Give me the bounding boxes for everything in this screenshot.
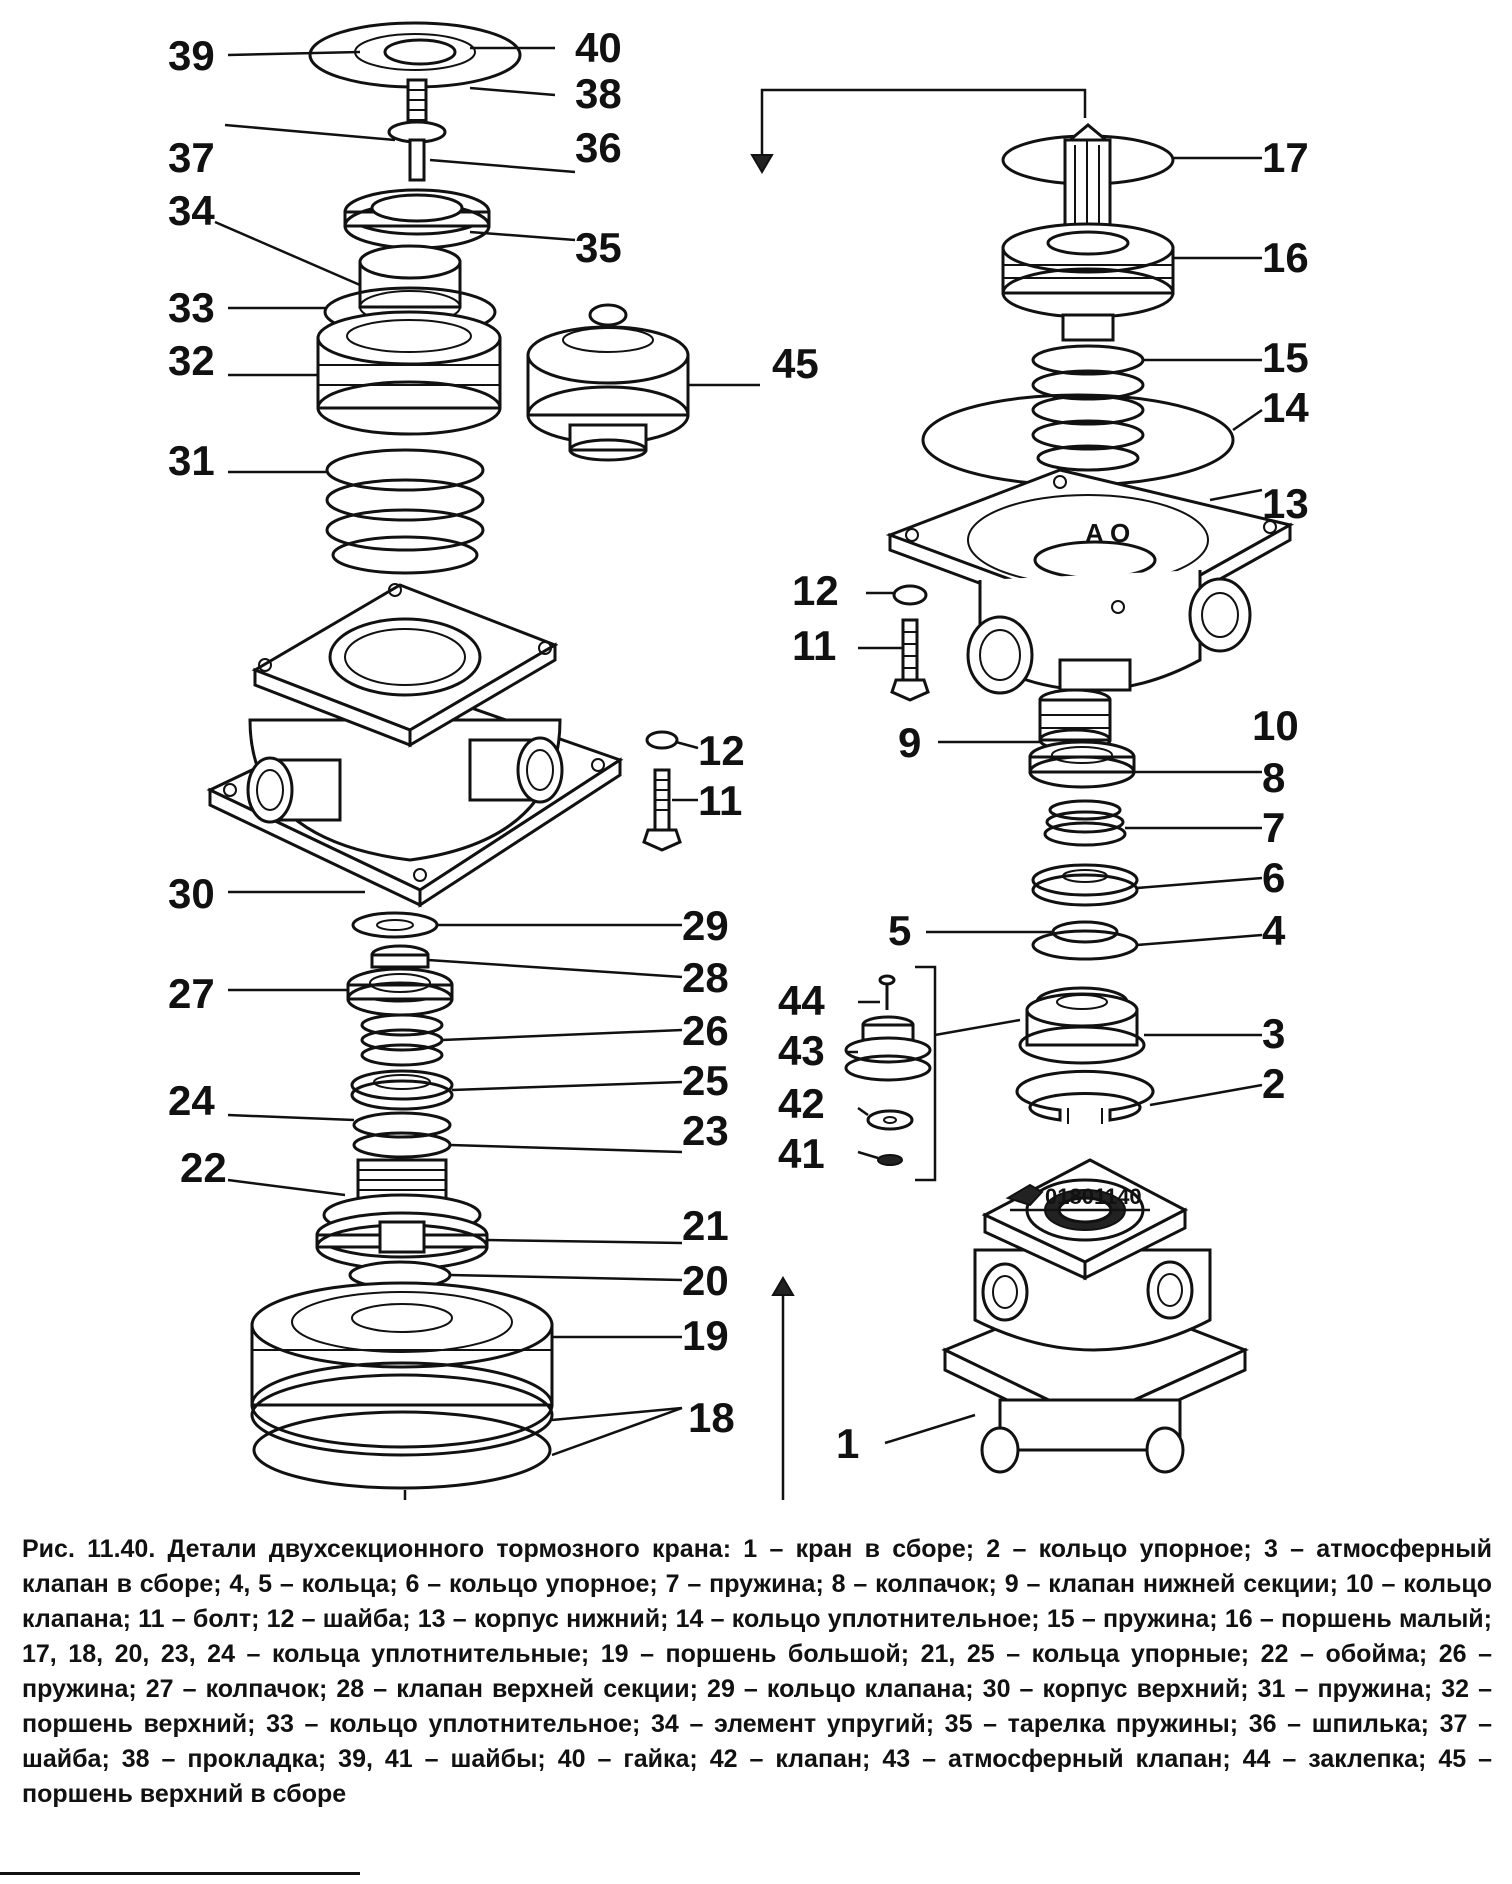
part-34-elastic-element bbox=[358, 244, 462, 324]
part-13-lower-body: A O bbox=[885, 468, 1295, 695]
callout-36: 36 bbox=[575, 124, 622, 171]
callout-25: 25 bbox=[682, 1057, 729, 1104]
part-6-thrust-ring bbox=[1031, 863, 1139, 907]
part-42-valve bbox=[866, 1109, 914, 1131]
callout-40: 40 bbox=[575, 24, 622, 71]
part-16-small-piston bbox=[1001, 123, 1175, 342]
callout-41: 41 bbox=[778, 1130, 825, 1177]
part-43-atmospheric-valve bbox=[844, 1015, 932, 1082]
callout-10: 10 bbox=[1252, 702, 1299, 749]
callout-30: 30 bbox=[168, 870, 215, 917]
callout-29: 29 bbox=[682, 902, 729, 949]
part-14-sealing-ring bbox=[921, 393, 1235, 487]
assembly-arrows bbox=[403, 88, 1087, 1500]
callout-13: 13 bbox=[1262, 480, 1309, 527]
callout-2: 2 bbox=[1262, 1060, 1285, 1107]
callout-34: 34 bbox=[168, 187, 215, 234]
callout-7: 7 bbox=[1262, 804, 1285, 851]
callout-23: 23 bbox=[682, 1107, 729, 1154]
svg-text:A O: A O bbox=[1085, 518, 1130, 548]
callout-4: 4 bbox=[1262, 907, 1286, 954]
callout-11a: 11 bbox=[698, 777, 742, 824]
callout-24: 24 bbox=[168, 1077, 215, 1124]
callout-37: 37 bbox=[168, 134, 215, 181]
caption-title: Рис. 11.40. Детали двухсекционного тормо… bbox=[22, 1535, 732, 1563]
image-code: 01801140 bbox=[1005, 1183, 1150, 1212]
part-2-thrust-ring bbox=[1015, 1069, 1155, 1124]
callout-1: 1 bbox=[836, 1420, 859, 1467]
callout-32: 32 bbox=[168, 337, 215, 384]
caption-text: 1 – кран в сборе; 2 – кольцо упорное; 3 … bbox=[22, 1535, 1492, 1808]
part-5-4-rings bbox=[1031, 920, 1139, 961]
part-44-rivet bbox=[878, 974, 896, 1010]
callout-31: 31 bbox=[168, 437, 215, 484]
part-35-spring-plate bbox=[343, 188, 491, 250]
part-26-spring bbox=[360, 1013, 444, 1067]
callout-9: 9 bbox=[898, 719, 921, 766]
part-41-washer bbox=[877, 1154, 903, 1166]
part-45-upper-piston-assembly bbox=[526, 303, 690, 462]
callout-16: 16 bbox=[1262, 234, 1309, 281]
part-12-11-washer-bolt-left bbox=[642, 730, 682, 852]
callout-22: 22 bbox=[180, 1144, 227, 1191]
callout-20: 20 bbox=[682, 1257, 729, 1304]
part-15-spring bbox=[1031, 344, 1145, 472]
part-39-40-washer-nut bbox=[308, 21, 522, 89]
part-27-cap bbox=[346, 967, 454, 1017]
exploded-parts-diagram: A O bbox=[168, 21, 1309, 1500]
callout-43: 43 bbox=[778, 1027, 825, 1074]
callout-45: 45 bbox=[772, 340, 819, 387]
callout-33: 33 bbox=[168, 284, 215, 331]
callout-18: 18 bbox=[688, 1394, 735, 1441]
callout-3: 3 bbox=[1262, 1010, 1285, 1057]
part-1-valve-assembly bbox=[941, 1158, 1249, 1474]
callout-11b: 11 bbox=[792, 622, 836, 669]
part-32-upper-piston bbox=[316, 310, 502, 436]
leader-lines bbox=[214, 46, 1263, 1457]
part-31-spring bbox=[325, 448, 485, 575]
callout-17: 17 bbox=[1262, 134, 1309, 181]
part-9-10-lower-valve bbox=[1038, 688, 1112, 752]
figure-caption: Рис. 11.40. Детали двухсекционного тормо… bbox=[22, 1532, 1492, 1812]
callout-44: 44 bbox=[778, 977, 825, 1024]
part-29-valve-ring bbox=[351, 911, 439, 939]
part-19-large-piston bbox=[250, 1281, 554, 1449]
callout-12b: 12 bbox=[792, 567, 839, 614]
callout-6: 6 bbox=[1262, 854, 1285, 901]
callout-42: 42 bbox=[778, 1080, 825, 1127]
part-8-cap bbox=[1028, 740, 1136, 789]
part-25-thrust-ring bbox=[350, 1069, 454, 1111]
callout-5: 5 bbox=[888, 907, 911, 954]
part-38-36-stud bbox=[387, 78, 447, 182]
callout-21: 21 bbox=[682, 1202, 729, 1249]
part-12-11-washer-bolt-right bbox=[890, 584, 930, 702]
part-7-spring bbox=[1043, 799, 1127, 847]
callout-27: 27 bbox=[168, 970, 215, 1017]
footnote-rule bbox=[0, 1872, 360, 1875]
callout-labels: 39 40 38 37 36 34 35 33 32 45 31 12 11 3… bbox=[168, 24, 1309, 1467]
callout-26: 26 bbox=[682, 1007, 729, 1054]
part-30-upper-body bbox=[206, 583, 624, 908]
callout-14: 14 bbox=[1262, 384, 1309, 431]
part-3-atmospheric-valve-assembly bbox=[1018, 986, 1146, 1065]
part-24-23-seal-rings bbox=[352, 1111, 452, 1159]
image-code-label: 01801140 bbox=[1045, 1184, 1142, 1209]
callout-19: 19 bbox=[682, 1312, 729, 1359]
part-18-sealing-rings bbox=[250, 1373, 554, 1490]
callout-8: 8 bbox=[1262, 754, 1285, 801]
callout-15: 15 bbox=[1262, 334, 1309, 381]
callout-28: 28 bbox=[682, 954, 729, 1001]
callout-39: 39 bbox=[168, 32, 215, 79]
callout-38: 38 bbox=[575, 70, 622, 117]
part-28-upper-valve bbox=[370, 944, 430, 969]
callout-12a: 12 bbox=[698, 727, 745, 774]
callout-35: 35 bbox=[575, 224, 622, 271]
